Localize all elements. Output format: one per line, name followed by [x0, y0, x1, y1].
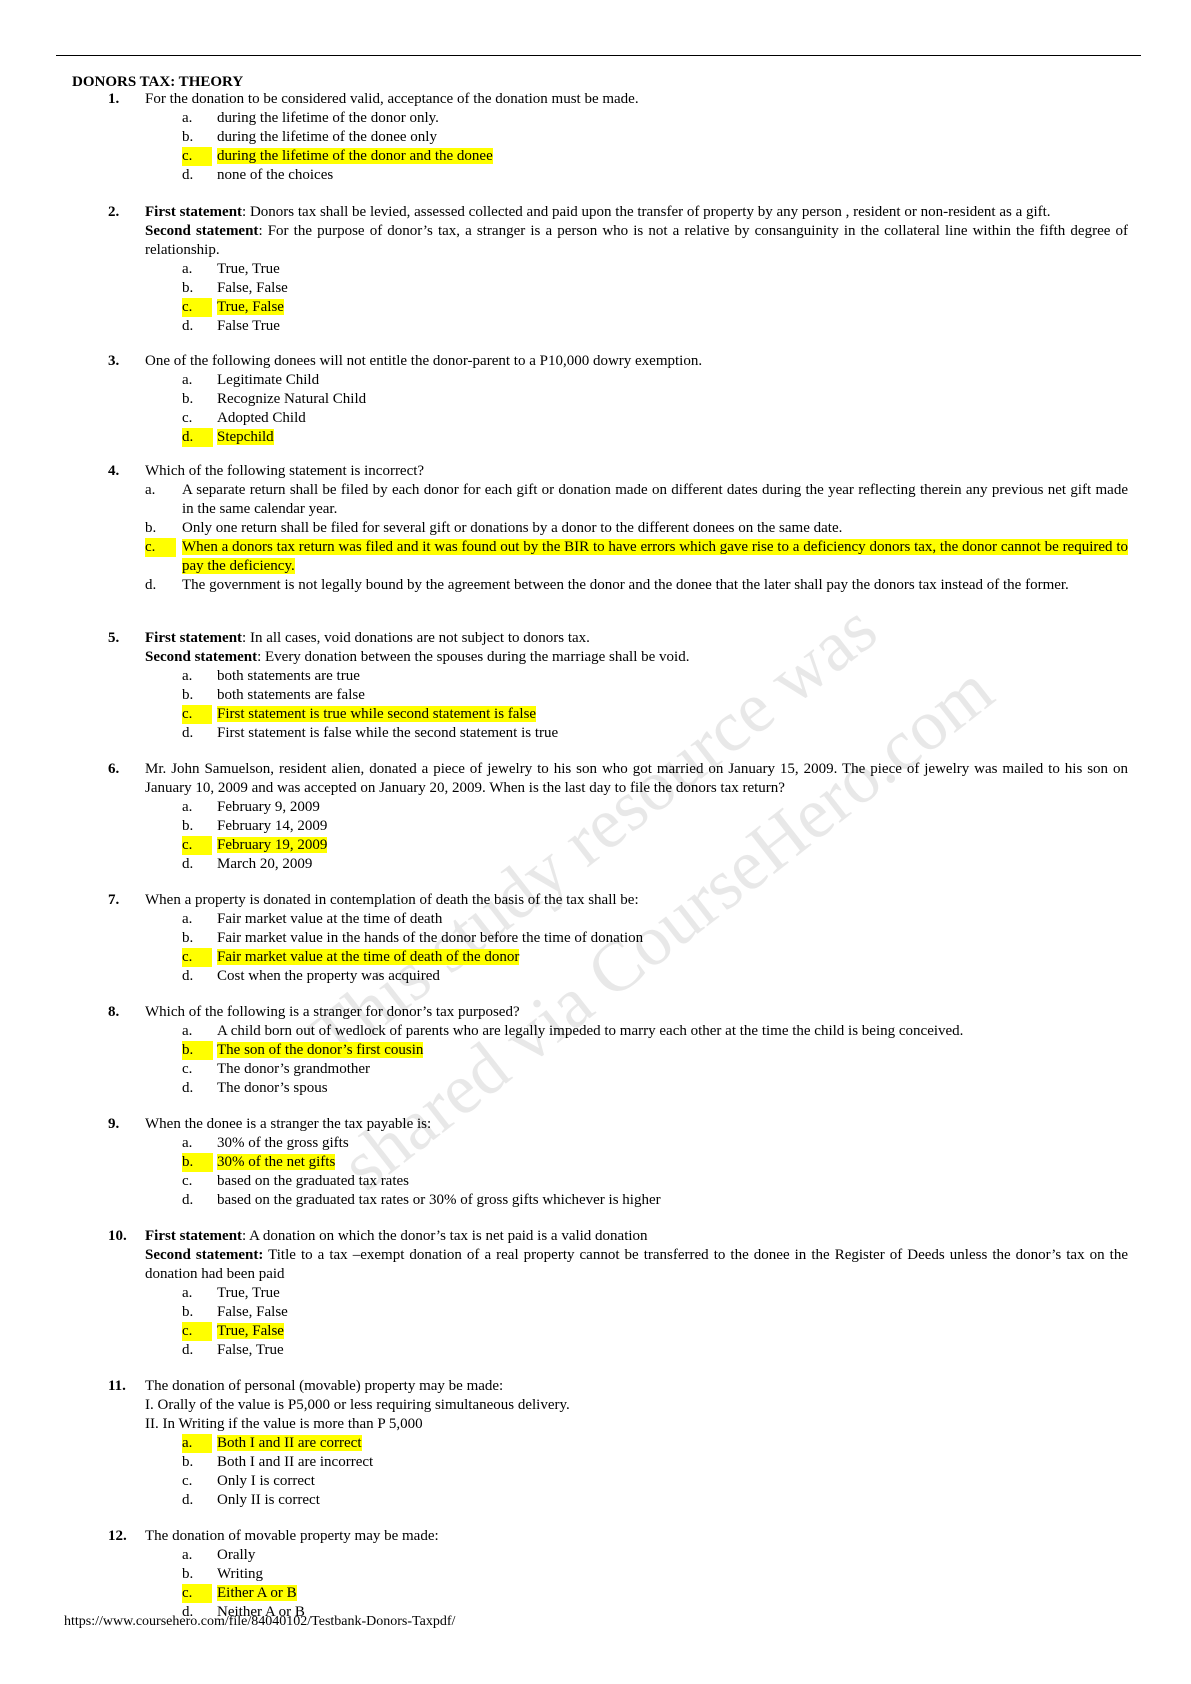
option-highlighted: c.True, False: [182, 298, 284, 317]
option: d.The government is not legally bound by…: [145, 577, 1069, 593]
question-number: 8.: [108, 1004, 120, 1020]
question-number: 12.: [108, 1528, 127, 1544]
option: b.during the lifetime of the donee only: [182, 129, 437, 145]
question-10: 10. First statement: A donation on which…: [0, 1227, 1191, 1360]
option: d.First statement is false while the sec…: [182, 725, 559, 741]
option-highlighted: a.Both I and II are correct: [182, 1434, 362, 1453]
option: b.Both I and II are incorrect: [182, 1454, 374, 1470]
option: a.February 9, 2009: [182, 799, 320, 815]
question-8: 8. Which of the following is a stranger …: [0, 1003, 1191, 1098]
question-number: 7.: [108, 892, 120, 908]
question-text: Second statement: Title to a tax –exempt…: [145, 1247, 1128, 1282]
question-text: First statement: A donation on which the…: [145, 1228, 648, 1244]
option: a.both statements are true: [182, 668, 360, 684]
option-highlighted: d.Stepchild: [182, 428, 274, 447]
question-text: Which of the following is a stranger for…: [145, 1004, 520, 1020]
question-number: 3.: [108, 353, 120, 369]
page-title: DONORS TAX: THEORY: [72, 74, 244, 90]
question-1: 1. For the donation to be considered val…: [0, 90, 1191, 185]
option: a.Orally: [182, 1547, 256, 1563]
question-text: The donation of movable property may be …: [145, 1528, 439, 1544]
footer-url[interactable]: https://www.coursehero.com/file/84040102…: [64, 1614, 456, 1629]
question-5: 5. First statement: In all cases, void d…: [0, 629, 1191, 743]
option: d.based on the graduated tax rates or 30…: [182, 1192, 661, 1208]
question-number: 5.: [108, 630, 120, 646]
option: b.False, False: [182, 1304, 288, 1320]
question-11: 11. The donation of personal (movable) p…: [0, 1377, 1191, 1510]
option: a.True, True: [182, 1285, 280, 1301]
option: d.False True: [182, 318, 280, 334]
option-highlighted: c.True, False: [182, 1322, 284, 1341]
question-text: Mr. John Samuelson, resident alien, dona…: [145, 761, 1128, 796]
question-text: For the donation to be considered valid,…: [145, 91, 639, 107]
question-number: 10.: [108, 1228, 127, 1244]
question-7: 7. When a property is donated in contemp…: [0, 891, 1191, 986]
question-text: Which of the following statement is inco…: [145, 463, 425, 479]
option-highlighted: c.When a donors tax return was filed and…: [145, 538, 1128, 574]
question-text: The donation of personal (movable) prope…: [145, 1378, 504, 1394]
question-text: I. Orally of the value is P5,000 or less…: [145, 1397, 570, 1413]
option: a.A child born out of wedlock of parents…: [182, 1023, 964, 1039]
option: b.Writing: [182, 1566, 264, 1582]
option: b.both statements are false: [182, 687, 365, 703]
question-text: Second statement: Every donation between…: [145, 649, 690, 665]
question-text: II. In Writing if the value is more than…: [145, 1416, 423, 1432]
question-number: 9.: [108, 1116, 120, 1132]
question-6: 6. Mr. John Samuelson, resident alien, d…: [0, 760, 1191, 874]
question-4: 4. Which of the following statement is i…: [0, 462, 1191, 595]
option: d.False, True: [182, 1342, 284, 1358]
option: c.The donor’s grandmother: [182, 1061, 371, 1077]
option: d.Neither A or B: [182, 1604, 305, 1620]
option: d.The donor’s spous: [182, 1080, 328, 1096]
option: a.A separate return shall be filed by ea…: [145, 482, 1128, 517]
option: b.February 14, 2009: [182, 818, 328, 834]
option-highlighted: c.February 19, 2009: [182, 836, 328, 855]
option: a.True, True: [182, 261, 280, 277]
option: a.Legitimate Child: [182, 372, 320, 388]
option-highlighted: b.30% of the net gifts: [182, 1153, 336, 1172]
option: b.Recognize Natural Child: [182, 391, 367, 407]
option: b.Only one return shall be filed for sev…: [145, 520, 843, 536]
option: c.Only I is correct: [182, 1473, 315, 1489]
question-12: 12. The donation of movable property may…: [0, 1527, 1191, 1622]
top-rule: [56, 55, 1141, 56]
question-number: 6.: [108, 761, 120, 777]
option: b.False, False: [182, 280, 288, 296]
question-text: One of the following donees will not ent…: [145, 353, 703, 369]
option-highlighted: c.First statement is true while second s…: [182, 705, 537, 724]
question-number: 11.: [108, 1378, 126, 1394]
option-highlighted: c.Either A or B: [182, 1584, 297, 1603]
question-text: First statement: Donors tax shall be lev…: [145, 204, 1051, 220]
option: c.based on the graduated tax rates: [182, 1173, 410, 1189]
question-text: When the donee is a stranger the tax pay…: [145, 1116, 432, 1132]
option: d.March 20, 2009: [182, 856, 313, 872]
question-number: 4.: [108, 463, 120, 479]
question-number: 2.: [108, 204, 120, 220]
option: d.Only II is correct: [182, 1492, 320, 1508]
question-2: 2. First statement: Donors tax shall be …: [0, 203, 1191, 336]
question-3: 3. One of the following donees will not …: [0, 352, 1191, 447]
question-text: Second statement: For the purpose of don…: [145, 223, 1128, 258]
question-text: First statement: In all cases, void dona…: [145, 630, 590, 646]
option: a.during the lifetime of the donor only.: [182, 110, 439, 126]
option: a.30% of the gross gifts: [182, 1135, 349, 1151]
option: a.Fair market value at the time of death: [182, 911, 443, 927]
option: d.Cost when the property was acquired: [182, 968, 440, 984]
option-highlighted: b.The son of the donor’s first cousin: [182, 1041, 424, 1060]
option-highlighted: c.Fair market value at the time of death…: [182, 948, 520, 967]
option: d.none of the choices: [182, 167, 334, 183]
option: c.Adopted Child: [182, 410, 306, 426]
option-highlighted: c.during the lifetime of the donor and t…: [182, 147, 493, 166]
option: b.Fair market value in the hands of the …: [182, 930, 644, 946]
question-text: When a property is donated in contemplat…: [145, 892, 639, 908]
question-9: 9. When the donee is a stranger the tax …: [0, 1115, 1191, 1210]
question-number: 1.: [108, 91, 120, 107]
